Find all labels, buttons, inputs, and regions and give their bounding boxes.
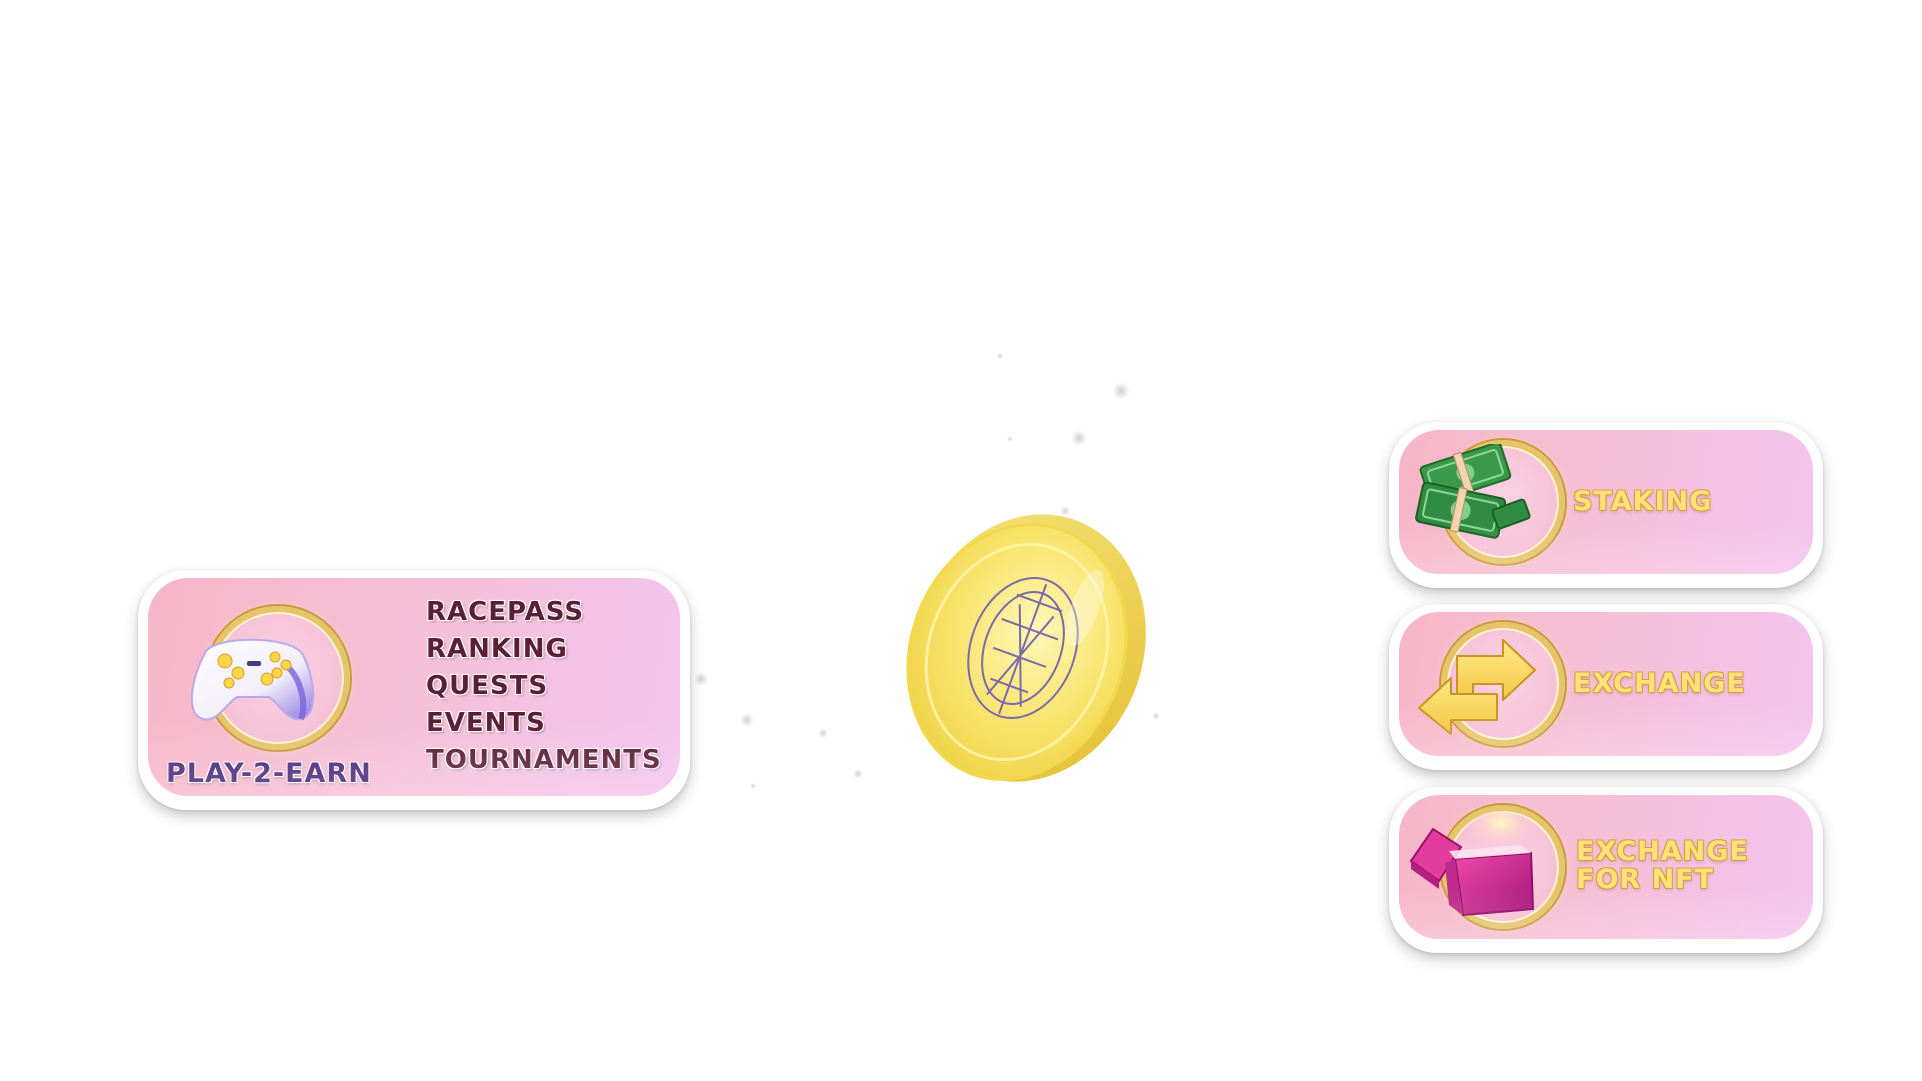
sparkle-dot — [1071, 430, 1087, 446]
sparkle-dot — [997, 353, 1003, 359]
sparkle-dot — [750, 783, 756, 789]
sparkle-dot — [1152, 712, 1160, 720]
exchange-card-body: EXCHANGE — [1399, 612, 1813, 756]
money-stack-icon — [1415, 444, 1531, 539]
menu-item-quests[interactable]: QUESTS — [426, 671, 549, 701]
exchange-for-nft-card-body: EXCHANGE FOR NFT — [1399, 795, 1813, 939]
play-to-earn-card-body: PLAY-2-EARN RACEPASS RANKING QUESTS EVEN… — [148, 578, 680, 796]
play-to-earn-title: PLAY-2-EARN — [166, 758, 372, 789]
play-to-earn-card[interactable]: PLAY-2-EARN RACEPASS RANKING QUESTS EVEN… — [138, 570, 690, 810]
gift-box-icon — [1409, 811, 1541, 917]
sparkle-dot — [694, 672, 708, 686]
sparkle-dot — [740, 713, 754, 727]
exchange-card[interactable]: EXCHANGE — [1389, 604, 1823, 770]
sparkle-dot — [818, 728, 828, 738]
exchange-arrows-icon — [1418, 639, 1536, 735]
coin-logo-icon — [906, 514, 1146, 782]
staking-card-body: STAKING — [1399, 430, 1813, 574]
menu-item-racepass[interactable]: RACEPASS — [426, 597, 585, 627]
menu-item-events[interactable]: EVENTS — [426, 708, 546, 738]
menu-item-tournaments[interactable]: TOURNAMENTS — [426, 745, 662, 775]
exchange-for-nft-card[interactable]: EXCHANGE FOR NFT — [1389, 787, 1823, 953]
sparkle-dot — [1112, 382, 1130, 400]
exchange-for-nft-label-line1: EXCHANGE — [1576, 836, 1749, 867]
sparkle-dot — [1060, 506, 1070, 516]
exchange-for-nft-label-line2: FOR NFT — [1576, 864, 1715, 895]
menu-item-ranking[interactable]: RANKING — [426, 634, 568, 664]
gamepad-icon — [190, 638, 315, 721]
staking-card[interactable]: STAKING — [1389, 422, 1823, 588]
sparkle-dot — [1007, 436, 1013, 442]
sparkle-dot — [853, 769, 863, 779]
exchange-label: EXCHANGE — [1573, 668, 1746, 699]
staking-label: STAKING — [1573, 486, 1713, 517]
